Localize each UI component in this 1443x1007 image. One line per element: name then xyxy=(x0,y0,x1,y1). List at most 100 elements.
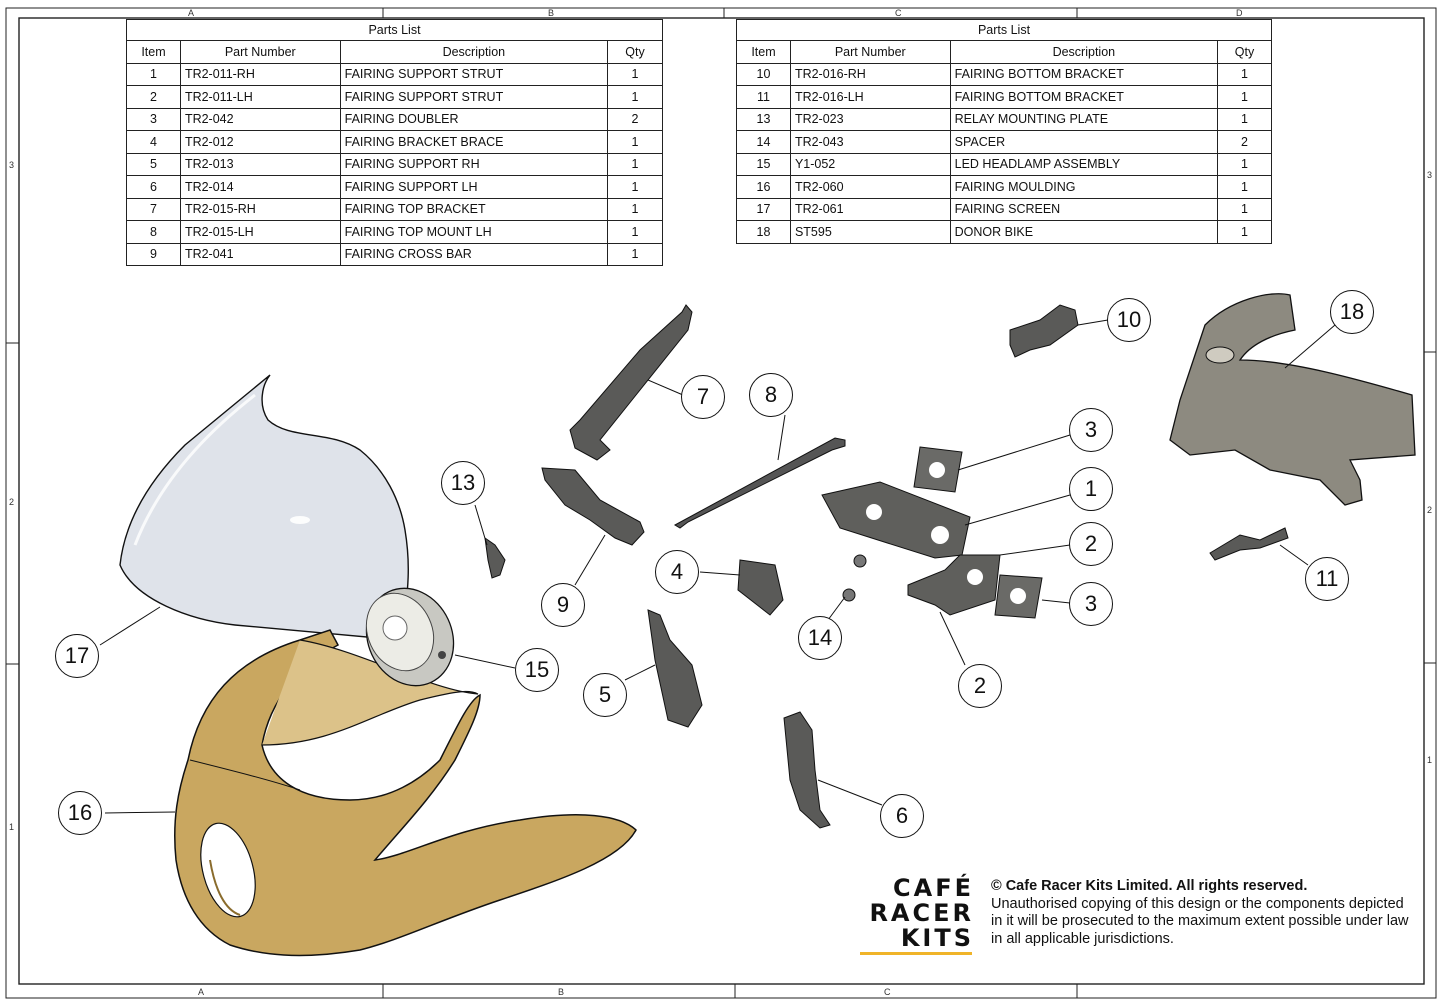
cell-description: FAIRING BOTTOM BRACKET xyxy=(949,62,1219,86)
callout-18: 18 xyxy=(1330,290,1374,334)
callout-5: 5 xyxy=(583,673,627,717)
cell-description: SPACER xyxy=(949,130,1219,154)
cell-description: FAIRING TOP BRACKET xyxy=(339,197,609,221)
col-header-item: Item xyxy=(126,40,181,64)
cell-description: FAIRING SUPPORT LH xyxy=(339,175,609,199)
part-2-shape xyxy=(907,554,1001,616)
part-8-shape xyxy=(673,437,846,529)
col-header-description: Description xyxy=(949,40,1219,64)
cell-description: LED HEADLAMP ASSEMBLY xyxy=(949,152,1219,176)
zone-letter: C xyxy=(884,987,891,997)
cell-item: 14 xyxy=(736,130,791,154)
cell-item: 6 xyxy=(126,175,181,199)
callout-2-upper: 2 xyxy=(1069,522,1113,566)
cell-description: FAIRING SUPPORT STRUT xyxy=(339,62,609,86)
cell-qty: 1 xyxy=(607,62,663,86)
callout-4: 4 xyxy=(655,550,699,594)
callout-3-upper: 3 xyxy=(1069,408,1113,452)
cell-part-number: TR2-043 xyxy=(789,130,951,154)
zone-number: 3 xyxy=(9,160,15,170)
cell-qty: 1 xyxy=(1217,152,1272,176)
cell-qty: 1 xyxy=(607,220,663,244)
callout-6: 6 xyxy=(880,794,924,838)
col-header-qty: Qty xyxy=(1217,40,1272,64)
cell-qty: 1 xyxy=(607,242,663,266)
callout-1: 1 xyxy=(1069,467,1113,511)
part-6-shape xyxy=(783,711,831,829)
zone-letter: A xyxy=(198,987,205,997)
callout-7: 7 xyxy=(681,375,725,419)
logo-accent-bar xyxy=(860,952,972,955)
callout-2-lower: 2 xyxy=(958,664,1002,708)
cell-item: 2 xyxy=(126,85,181,109)
logo-line-1: CAFÉ xyxy=(893,874,974,902)
part-10-shape xyxy=(1009,304,1079,358)
cell-item: 15 xyxy=(736,152,791,176)
cell-part-number: TR2-023 xyxy=(789,107,951,131)
callout-9: 9 xyxy=(541,583,585,627)
cell-part-number: TR2-016-LH xyxy=(789,85,951,109)
zone-number: 2 xyxy=(9,497,15,507)
zone-letter: C xyxy=(895,8,902,18)
col-header-description: Description xyxy=(339,40,609,64)
cell-qty: 1 xyxy=(607,175,663,199)
cell-item: 17 xyxy=(736,197,791,221)
zone-number: 3 xyxy=(1427,170,1433,180)
callout-3-lower: 3 xyxy=(1069,582,1113,626)
cell-part-number: TR2-015-RH xyxy=(179,197,341,221)
parts-list-title: Parts List xyxy=(736,19,1272,40)
cell-part-number: TR2-014 xyxy=(179,175,341,199)
cell-description: FAIRING CROSS BAR xyxy=(339,242,609,266)
cell-part-number: TR2-042 xyxy=(179,107,341,131)
cell-item: 1 xyxy=(126,62,181,86)
callout-17: 17 xyxy=(55,634,99,678)
logo-line-3: KITS xyxy=(900,924,974,952)
zone-letter: D xyxy=(1236,8,1243,18)
callout-13: 13 xyxy=(441,461,485,505)
zone-number: 2 xyxy=(1427,505,1433,515)
col-header-qty: Qty xyxy=(607,40,663,64)
cell-item: 11 xyxy=(736,85,791,109)
copyright-body: Unauthorised copying of this design or t… xyxy=(991,895,1409,947)
cell-part-number: TR2-012 xyxy=(179,130,341,154)
cell-part-number: TR2-013 xyxy=(179,152,341,176)
cell-item: 9 xyxy=(126,242,181,266)
cell-description: FAIRING TOP MOUNT LH xyxy=(339,220,609,244)
part-11-shape xyxy=(1209,527,1289,561)
cell-part-number: TR2-015-LH xyxy=(179,220,341,244)
copyright-notice: © Cafe Racer Kits Limited. All rights re… xyxy=(991,878,1411,948)
cell-item: 8 xyxy=(126,220,181,244)
cell-description: FAIRING SUPPORT STRUT xyxy=(339,85,609,109)
cell-qty: 1 xyxy=(1217,85,1272,109)
zone-number: 1 xyxy=(1427,755,1433,765)
callout-16: 16 xyxy=(58,791,102,835)
cell-item: 18 xyxy=(736,220,791,244)
cell-item: 4 xyxy=(126,130,181,154)
part-13-shape xyxy=(484,536,506,579)
cafe-racer-kits-logo: CAFÉ RACER KITS xyxy=(858,876,974,951)
part-9-shape xyxy=(541,467,645,546)
fairing-screen-shape xyxy=(119,374,409,641)
cell-part-number: TR2-041 xyxy=(179,242,341,266)
cell-part-number: ST595 xyxy=(789,220,951,244)
cell-description: FAIRING DOUBLER xyxy=(339,107,609,131)
cell-item: 5 xyxy=(126,152,181,176)
part-4-shape xyxy=(737,559,784,616)
callout-15: 15 xyxy=(515,648,559,692)
cell-description: FAIRING SUPPORT RH xyxy=(339,152,609,176)
zone-number: 1 xyxy=(9,822,15,832)
part-5-shape xyxy=(647,609,703,728)
cell-item: 7 xyxy=(126,197,181,221)
logo-line-2: RACER xyxy=(869,899,974,927)
callout-8: 8 xyxy=(749,373,793,417)
